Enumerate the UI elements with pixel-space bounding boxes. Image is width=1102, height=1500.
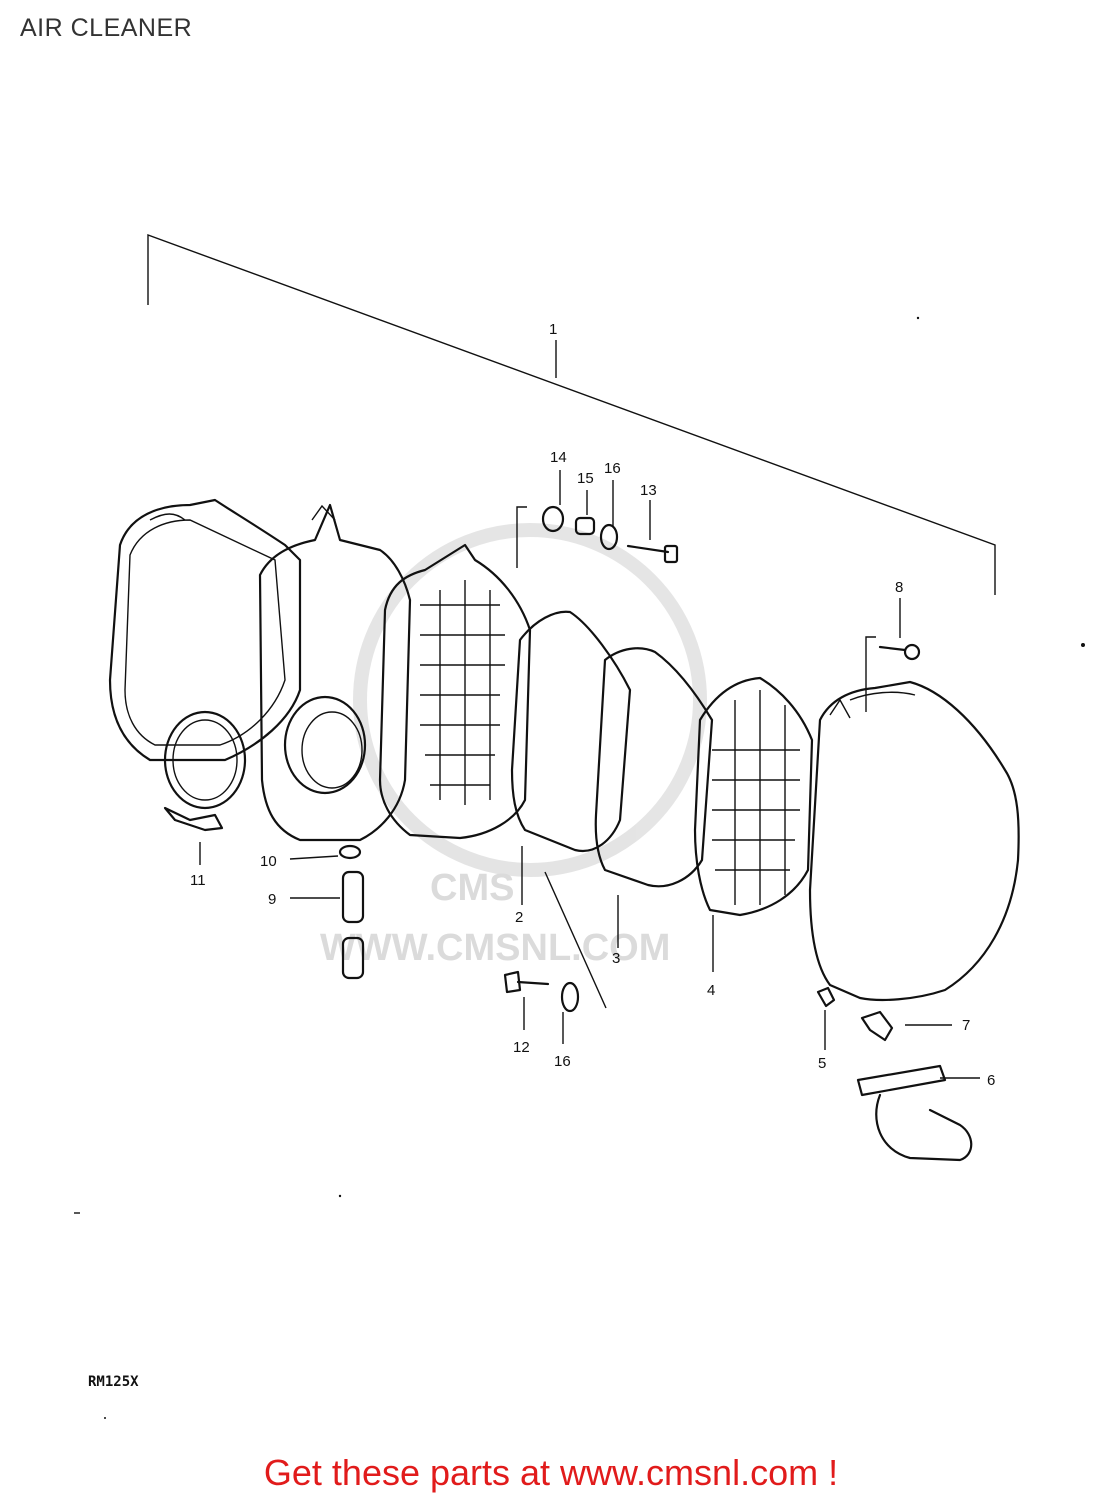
nut-part-14 [541, 505, 565, 533]
watermark-logo-text: CMS [430, 867, 514, 909]
speck [338, 1194, 342, 1198]
bolt-part-13 [626, 544, 679, 564]
hose-clamp [163, 710, 247, 832]
callout-3: 3 [612, 950, 620, 967]
air-cleaner-cover [808, 680, 1020, 1002]
small-clamp [338, 844, 362, 860]
speck [916, 316, 920, 320]
callout-16-upper: 16 [604, 460, 621, 477]
speck [1081, 643, 1085, 647]
callout-12: 12 [513, 1039, 530, 1056]
footer-link[interactable]: Get these parts at www.cmsnl.com ! [263, 1452, 839, 1493]
rear-housing [108, 498, 302, 762]
callout-15: 15 [577, 470, 594, 487]
drain-hose [341, 870, 365, 980]
washer-part-16-upper [599, 523, 619, 551]
washer-part-16-lower [560, 981, 580, 1013]
duct-seal [856, 1064, 973, 1162]
page-title: AIR CLEANER [20, 14, 193, 42]
watermark-logo: CMS WWW.CMSNL.COM [320, 523, 707, 969]
callout-1: 1 [549, 321, 557, 338]
filter-element [510, 610, 632, 853]
callout-14: 14 [550, 449, 567, 466]
callout-2: 2 [515, 909, 523, 926]
speck [104, 1417, 106, 1419]
filter-foam [594, 647, 714, 888]
bracket-part-7 [860, 1010, 894, 1042]
callout-10: 10 [260, 853, 277, 870]
assembly-bracket [147, 233, 996, 595]
callout-13: 13 [640, 482, 657, 499]
callout-5: 5 [818, 1055, 826, 1072]
leader-lines [199, 470, 980, 1079]
callout-9: 9 [268, 891, 276, 908]
watermark-text: WWW.CMSNL.COM [320, 927, 670, 969]
clip [816, 986, 836, 1008]
outer-cage [693, 676, 814, 917]
callout-8: 8 [895, 579, 903, 596]
callout-4: 4 [707, 982, 715, 999]
callout-7: 7 [962, 1017, 970, 1034]
callout-16-lower: 16 [554, 1053, 571, 1070]
bolt-part-12 [503, 970, 550, 994]
filter-cage [378, 543, 532, 840]
callout-11: 11 [190, 872, 206, 889]
callout-6: 6 [987, 1072, 995, 1089]
model-code: RM125X [88, 1374, 139, 1390]
middle-case [258, 503, 412, 842]
collar-part-15 [574, 516, 596, 536]
bolt-part-8 [878, 643, 921, 661]
